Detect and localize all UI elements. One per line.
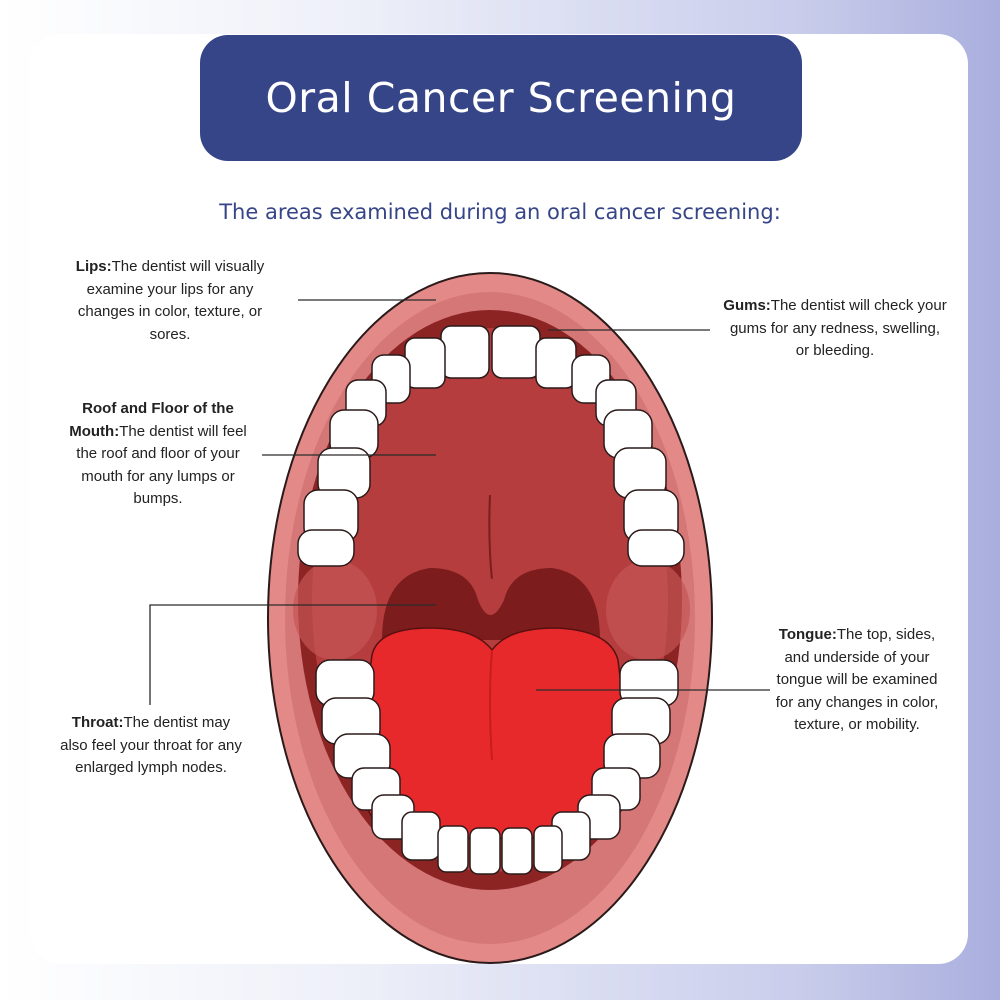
label-tongue: Tongue:The top, sides, and underside of … (766, 624, 948, 737)
upper-teeth (297, 325, 685, 567)
left-cheek-shade (293, 560, 377, 660)
lower-incisor (533, 825, 563, 873)
label-throat: Throat:The dentist may also feel your th… (56, 712, 246, 780)
right-cheek-shade (606, 560, 690, 660)
label-lips-text: The dentist will visually examine your l… (77, 258, 265, 343)
label-gums: Gums:The dentist will check your gums fo… (722, 295, 948, 363)
throat-opening (382, 568, 600, 640)
label-lips-term: Lips: (75, 258, 112, 275)
palate-line (488, 494, 493, 581)
tongue-midline (489, 649, 493, 761)
lower-incisor (437, 825, 469, 873)
lower-teeth (315, 659, 679, 875)
lower-tooth (401, 811, 441, 861)
label-roof-floor: Roof and Floor of the Mouth:The dentist … (60, 398, 256, 511)
label-tongue-text: The top, sides, and underside of your to… (775, 626, 939, 733)
throat-leader-line (149, 604, 436, 705)
lower-incisor (501, 827, 533, 875)
title-banner: Oral Cancer Screening (200, 35, 802, 161)
label-lips: Lips:The dentist will visually examine y… (60, 256, 280, 346)
page-title: Oral Cancer Screening (265, 74, 737, 122)
upper-molar (297, 529, 355, 567)
label-throat-text: The dentist may also feel your throat fo… (60, 714, 242, 776)
label-gums-term: Gums: (723, 297, 771, 314)
uvula (478, 578, 504, 615)
label-roof-text: The dentist will feel the roof and floor… (76, 422, 247, 508)
upper-incisor (440, 325, 490, 379)
label-tongue-term: Tongue: (778, 626, 837, 643)
upper-incisor (491, 325, 541, 379)
upper-molar (627, 529, 685, 567)
lower-incisor (469, 827, 501, 875)
upper-tooth (404, 337, 446, 389)
label-roof-term: Roof and Floor of the Mouth: (69, 400, 234, 440)
upper-tooth (535, 337, 577, 389)
label-gums-text: The dentist will check your gums for any… (729, 297, 947, 359)
label-throat-term: Throat: (71, 714, 124, 731)
subtitle: The areas examined during an oral cancer… (219, 200, 781, 224)
